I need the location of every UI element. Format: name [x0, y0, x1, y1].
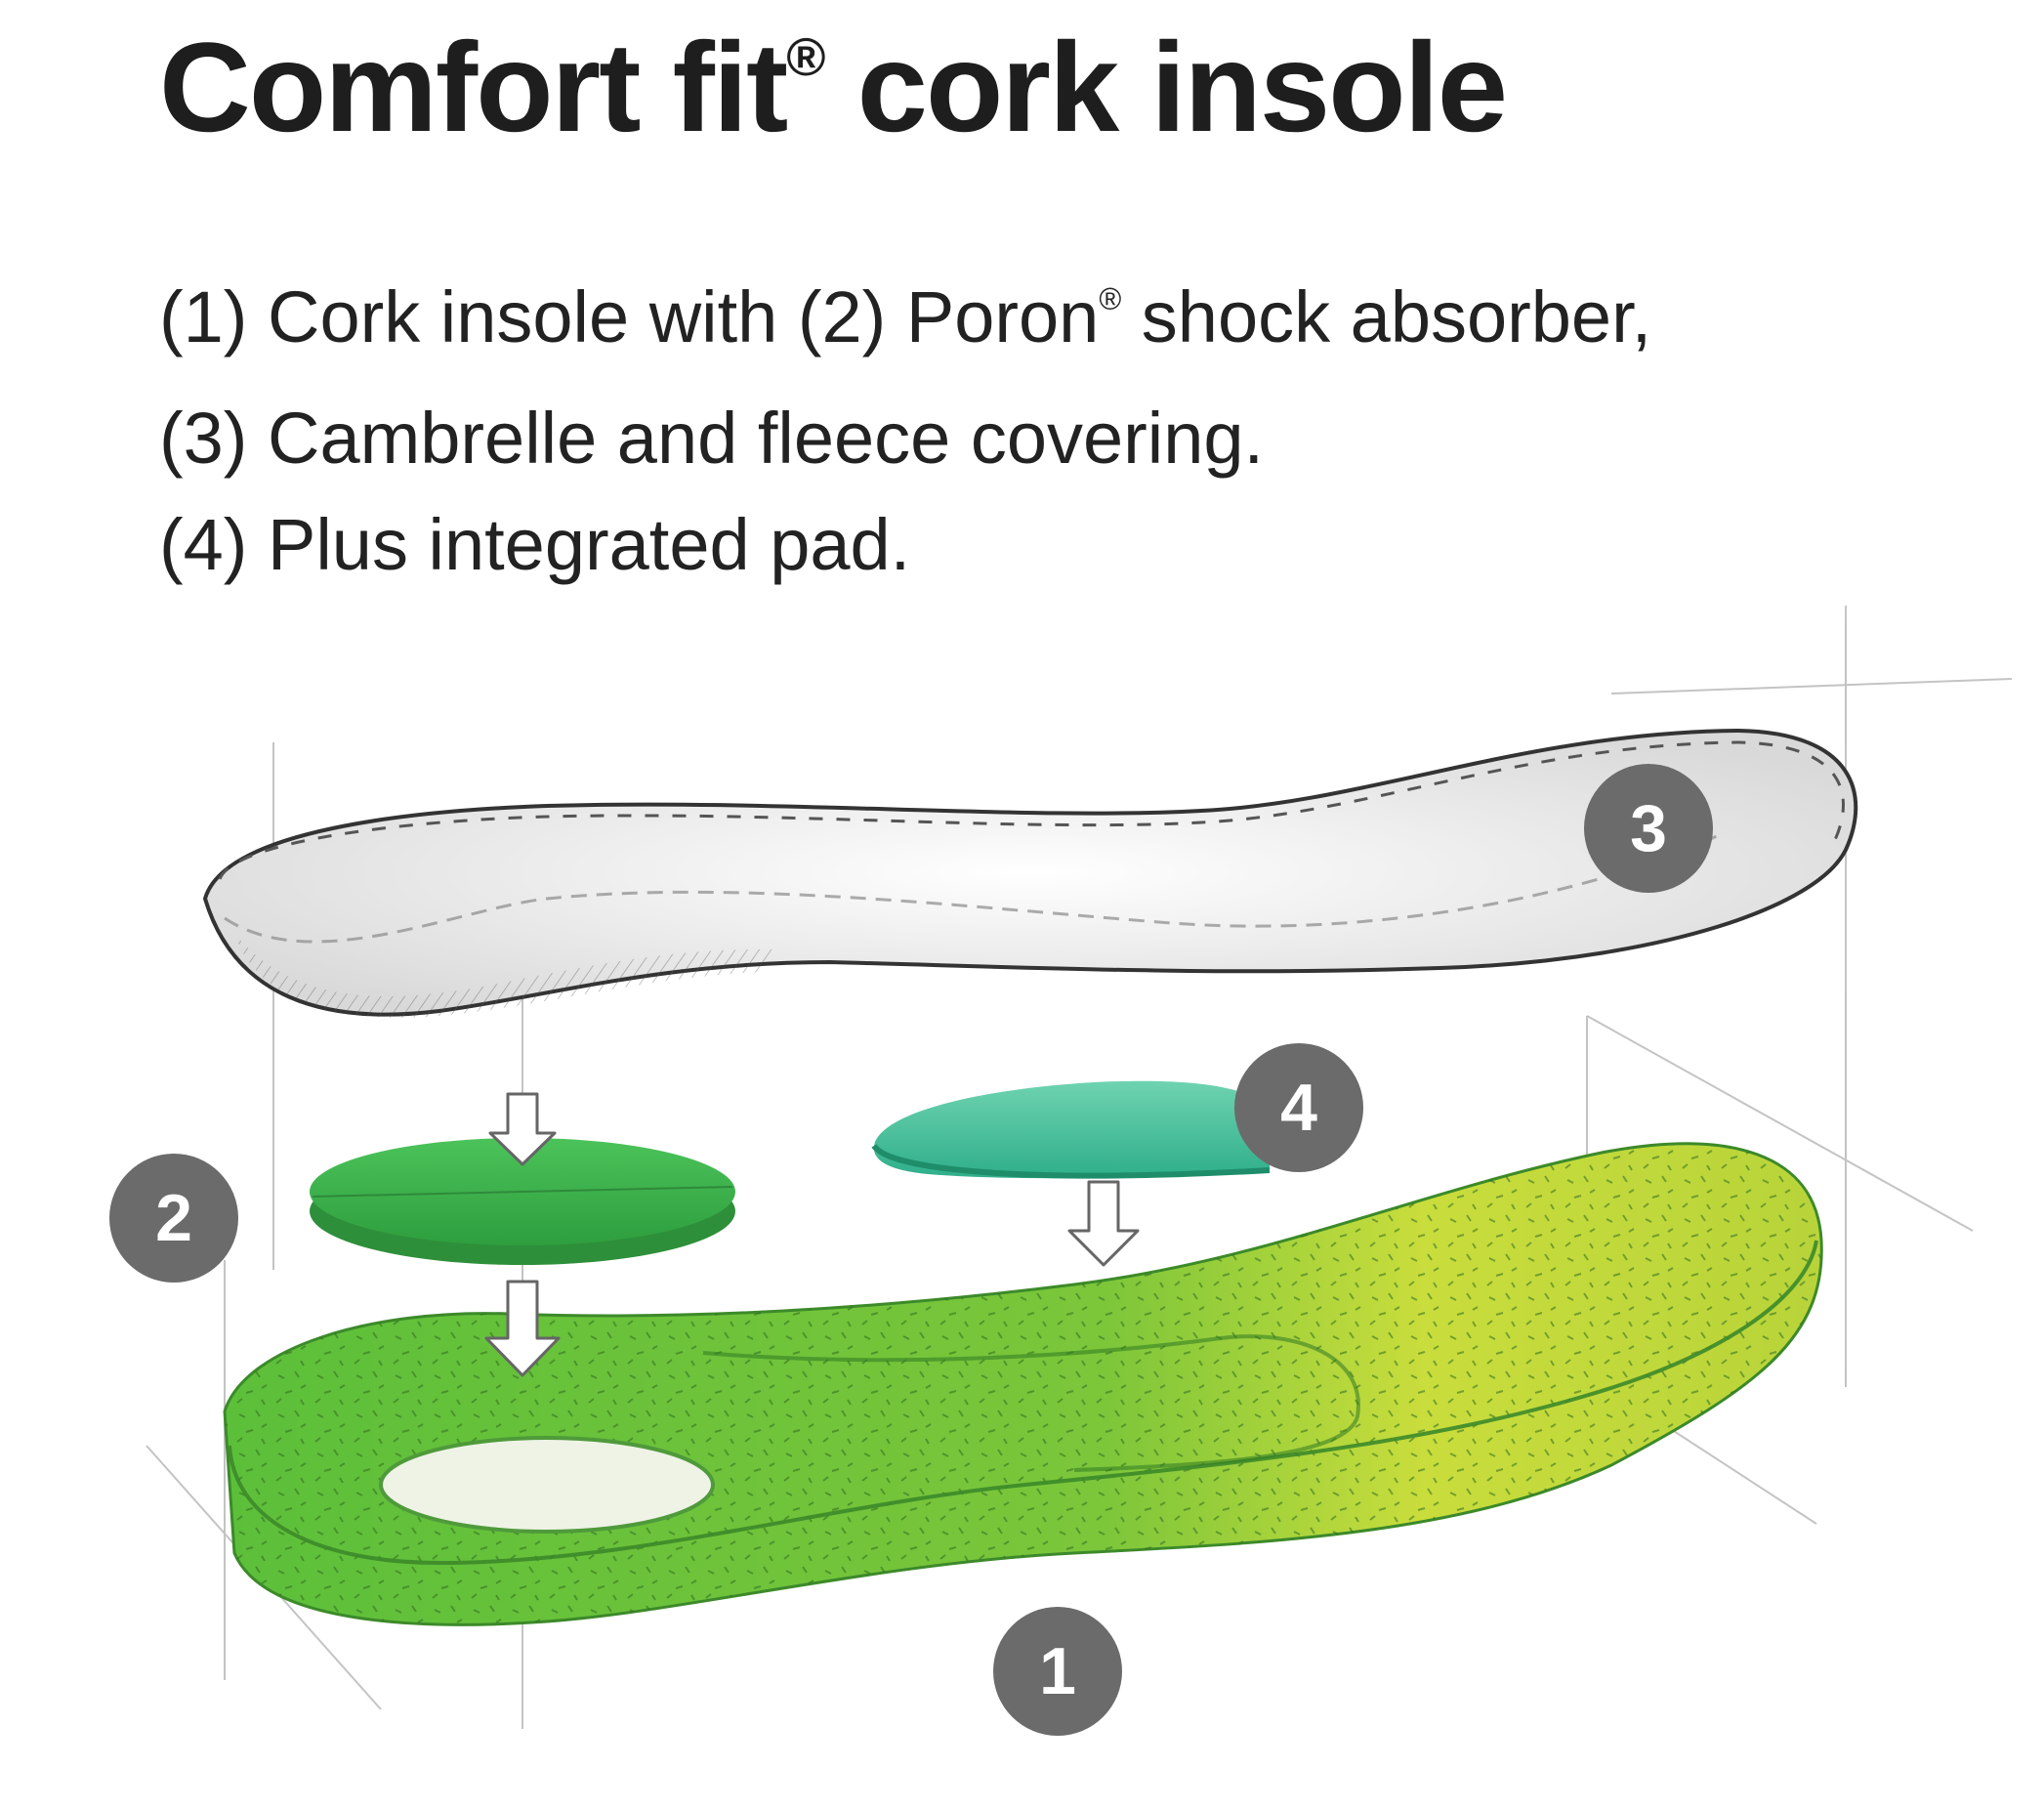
insole-exploded-diagram: 1 2 3 4: [109, 606, 2013, 1736]
assembly-arrows: [484, 1092, 1140, 1377]
badge-2: 2: [109, 1154, 238, 1283]
badge-1-label: 1: [1039, 1634, 1076, 1708]
fleece-cover: [202, 728, 1858, 1018]
description-line-3: (4) Plus integrated pad.: [159, 504, 911, 585]
registered-mark: ®: [1099, 282, 1122, 317]
arrow-down-icon: [488, 1092, 557, 1166]
cork-insole: [223, 1142, 1823, 1626]
badge-4-label: 4: [1280, 1071, 1317, 1145]
badge-4: 4: [1234, 1043, 1363, 1172]
title-rest: cork insole: [823, 16, 1508, 158]
page-title: Comfort fit® cork insole: [159, 16, 1508, 158]
description: (1) Cork insole with (2) Poron® shock ab…: [159, 264, 1651, 598]
description-line-1-after: shock absorber,: [1121, 276, 1652, 358]
integrated-pad: [871, 1080, 1271, 1179]
badge-2-label: 2: [155, 1181, 192, 1255]
poron-shock-absorber: [310, 1138, 735, 1265]
arrow-down-icon: [1067, 1180, 1140, 1267]
badge-3: 3: [1584, 764, 1713, 893]
badge-1: 1: [993, 1607, 1122, 1736]
arrow-down-icon: [484, 1280, 561, 1377]
registered-mark: ®: [786, 26, 825, 87]
description-line-2: (3) Cambrelle and fleece covering.: [159, 398, 1265, 479]
description-line-1: (1) Cork insole with (2) Poron® shock ab…: [159, 264, 1651, 385]
title-main: Comfort fit: [159, 16, 788, 158]
description-line-1-before: (1) Cork insole with (2) Poron: [159, 276, 1100, 358]
badge-3-label: 3: [1630, 791, 1667, 865]
